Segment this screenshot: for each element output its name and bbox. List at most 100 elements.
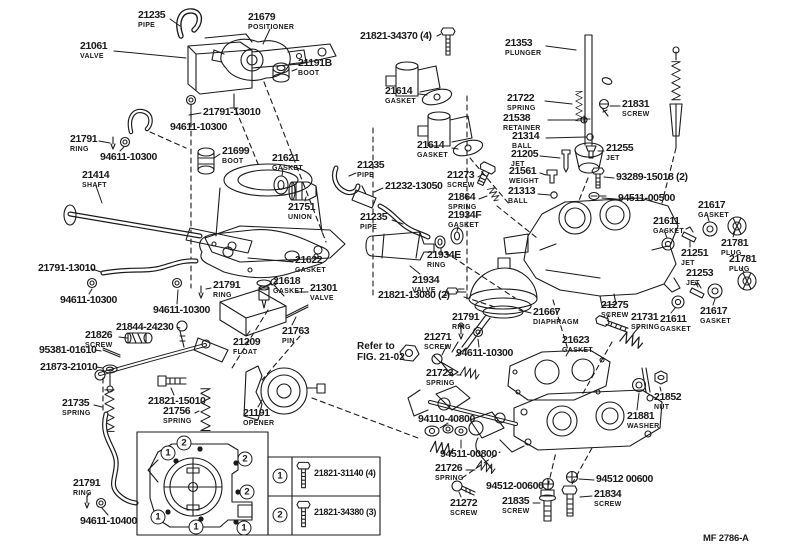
carburetor-body-drawing [503,197,681,307]
part-label-nut-94512-00600-a: 94512-00600 [486,481,544,492]
part-number: 21622 [295,254,323,266]
part-number: 21699 [222,145,250,157]
part-name: OPENER [243,419,275,427]
assembly-dashed-lines [102,81,677,487]
part-name: GASKET [448,221,479,229]
part-number: 21209 [233,336,261,348]
part-name: GASKET [417,151,448,159]
part-name: PIN [282,337,295,345]
part-label-union-21232-13050: 21232-13050 [385,181,443,192]
positioner-drawing [211,38,307,81]
part-number: 94611-10300 [60,294,117,306]
part-number: 93289-15018 (2) [616,171,688,183]
part-number: 21414 [82,169,110,181]
part-name: SCREW [424,343,452,351]
part-number: 21614 [385,85,413,97]
part-number: 94512 00600 [596,473,653,485]
diaphragm-drawing [399,257,538,381]
part-number: 21253 [686,267,714,279]
part-name: GASKET [698,211,729,219]
part-number: 21821-34370 (4) [360,30,432,42]
figure-code: MF 2786-A [703,533,749,544]
part-label-rod-95381-01610: 95381-01610 [39,345,97,356]
part-label-pipe-21791-13010-b: 21791-13010 [38,263,96,274]
part-name: PLUNGER [505,49,542,57]
mid-pipes-drawing [331,165,431,240]
part-number: 21763 [282,325,310,337]
part-number: 21301 [310,282,338,294]
part-label-screw-94511-00500: 94511-00500 [618,193,675,204]
part-number: 21621 [272,152,300,164]
part-name: GASKET [295,266,326,274]
part-name: SPRING [426,379,455,387]
part-label-nut-94611-10300-e: 94611-10300 [456,348,513,359]
part-name: JET [681,259,695,267]
solenoid-21934-drawing [365,161,502,295]
part-number: 21614 [417,139,445,151]
inset-marker-1: 2 [176,435,192,451]
part-name: GASKET [653,227,684,235]
pipe-21235-top-drawing [176,8,203,39]
part-name: RETAINER [503,124,541,132]
part-name: SPRING [631,323,660,331]
part-number: 21791 [73,477,101,489]
inset-marker-4: 2 [239,484,255,500]
part-number: 21255 [606,142,634,154]
part-number: 21235 [138,9,166,21]
part-number: 21611 [653,215,680,227]
part-number: 94611-10300 [153,304,210,316]
part-number: 21821-34380 (3) [314,507,377,517]
part-label-screw-21844-24230: 21844-24230 [116,322,174,333]
part-number: 21679 [248,11,276,23]
part-label-nut-94512-00600-b: 94512 00600 [596,474,653,485]
legend-index-2: 2 [272,507,288,523]
part-name: WEIGHT [509,177,539,185]
part-number: 21756 [163,405,191,417]
part-label-pipe-21791-13010-a: 21791-13010 [203,107,261,118]
part-name: GASKET [385,97,416,105]
part-name: SPRING [507,104,536,112]
part-name: BALL [508,197,528,205]
part-name: JET [606,154,620,162]
refer-note: Refer to FIG. 21-02 [357,341,405,363]
part-number: 21314 [512,130,540,142]
part-name: GASKET [273,287,304,295]
part-number: 94611-10300 [456,347,513,359]
part-name: RING [427,261,446,269]
part-number: 21791 [213,279,241,291]
part-name: VALVE [80,52,104,60]
part-name: PIPE [138,21,156,29]
part-name: VALVE [310,294,334,302]
part-number: 94611-10300 [170,121,227,133]
part-name: PIPE [360,223,378,231]
part-name: JET [686,279,700,287]
part-number: 21205 [511,148,539,160]
part-name: VALVE [412,286,436,294]
